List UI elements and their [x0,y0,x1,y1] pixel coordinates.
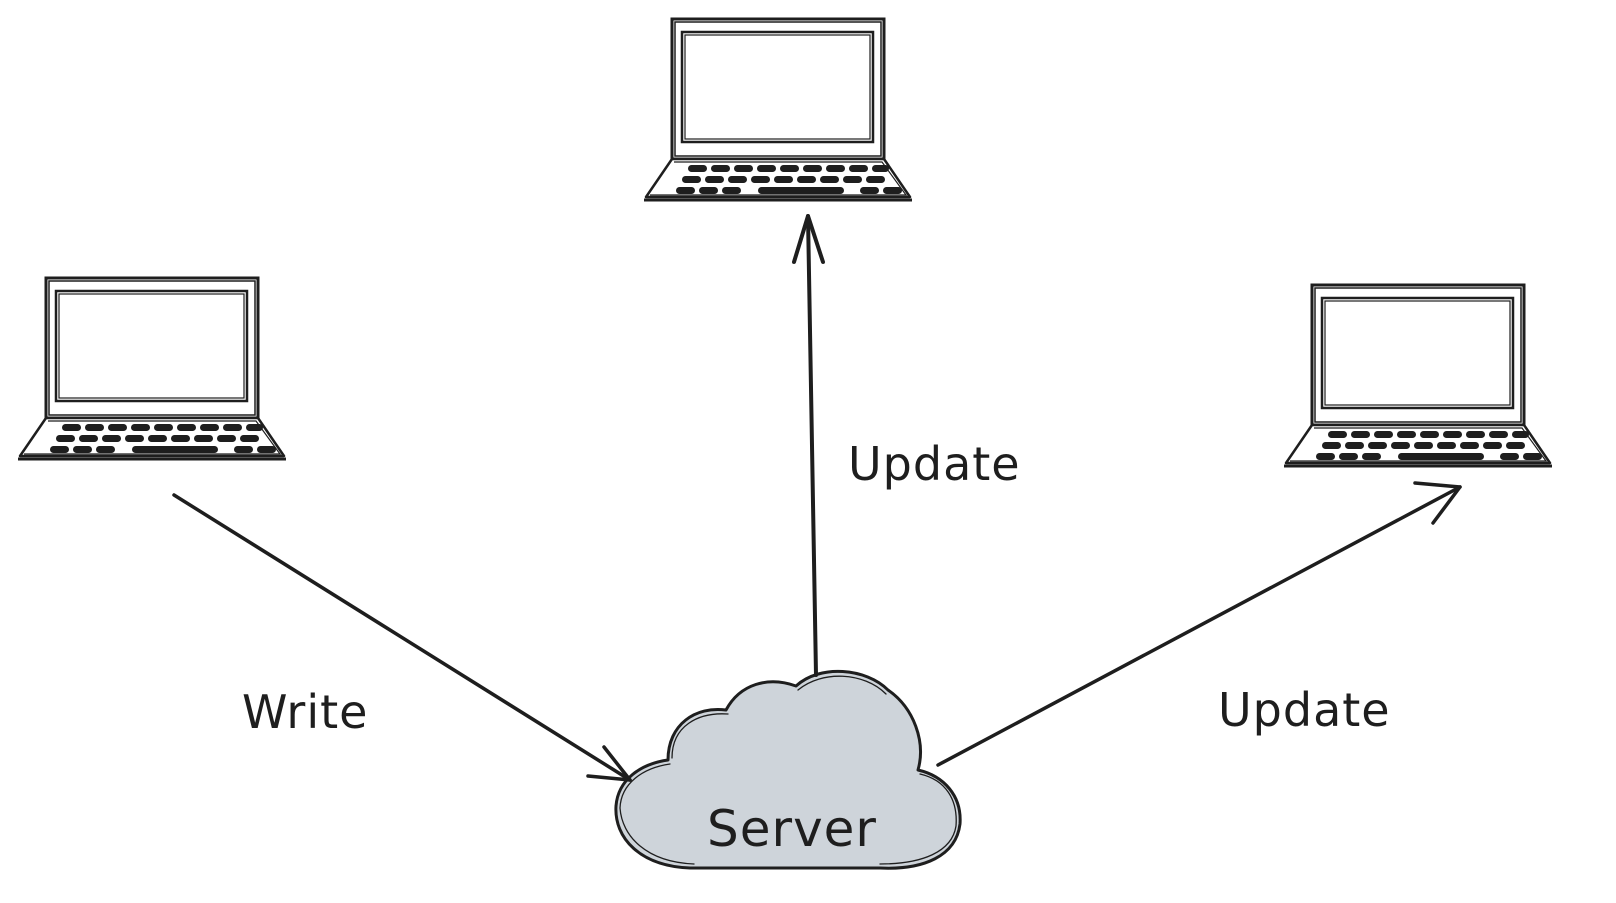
write-arrow [172,493,632,782]
laptop-top-icon [642,17,914,202]
update-right-label: Update [1218,683,1391,737]
server-label: Server [707,800,877,858]
write-label: Write [242,685,368,739]
server-cloud: Server [614,669,962,870]
laptop-left-icon [16,276,288,461]
update-top-arrow [792,214,825,677]
update-right-arrow [936,481,1462,767]
update-top-label: Update [848,437,1021,491]
laptop-right-icon [1282,283,1554,468]
